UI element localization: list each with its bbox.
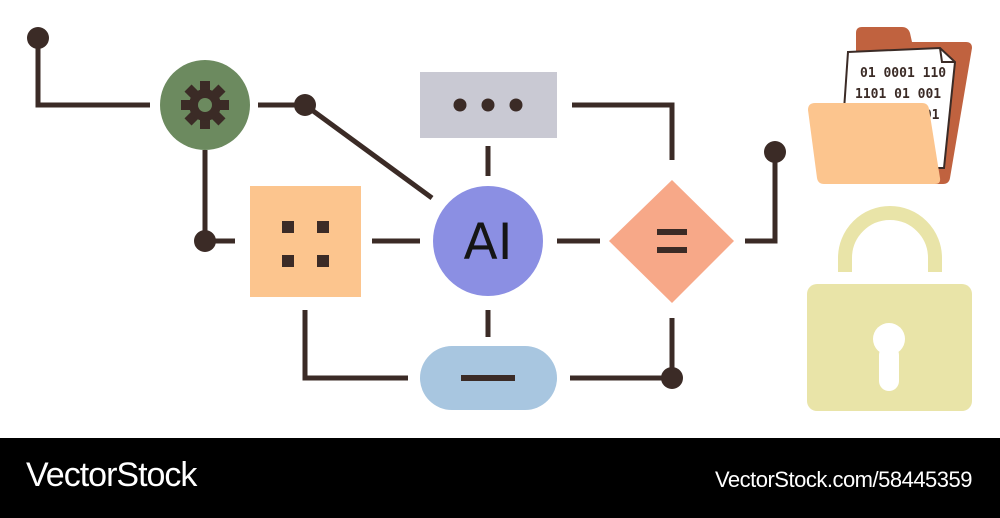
pill-node [420, 346, 557, 410]
dots-box [420, 72, 557, 138]
connector-nodes [27, 27, 786, 389]
padlock-icon [807, 206, 972, 411]
ai-node: AI [433, 186, 543, 296]
keyhole-icon [873, 323, 905, 391]
node-dot [661, 367, 683, 389]
minus-icon [461, 375, 515, 381]
vectorstock-logo: VectorStock [26, 456, 197, 494]
gear-icon [181, 81, 229, 129]
image-id-text: VectorStock.com/58445359 [714, 467, 973, 492]
node-dot [764, 141, 786, 163]
dot-icon [453, 98, 467, 112]
gear-node [160, 60, 250, 150]
grid-box [250, 186, 361, 297]
node-dot [294, 94, 316, 116]
binary-line: 1101 01 001 [855, 87, 941, 102]
node-dot [194, 230, 216, 252]
binary-line: 01 0001 110 [860, 66, 946, 81]
dot-icon [509, 98, 523, 112]
decision-diamond [609, 180, 734, 303]
node-dot [27, 27, 49, 49]
dot-icon [481, 98, 495, 112]
equals-icon [657, 229, 687, 253]
ai-flow-diagram: AI 01 0001 110 1101 01 001 001 1 1 [27, 27, 972, 411]
folder-icon: 01 0001 110 1101 01 001 001 1 1 [808, 27, 972, 184]
four-squares-icon [282, 221, 329, 267]
ai-label: AI [464, 213, 513, 271]
footer-bar: VectorStock VectorStock.com/58445359 [0, 438, 1000, 518]
connector-lines [35, 40, 778, 381]
